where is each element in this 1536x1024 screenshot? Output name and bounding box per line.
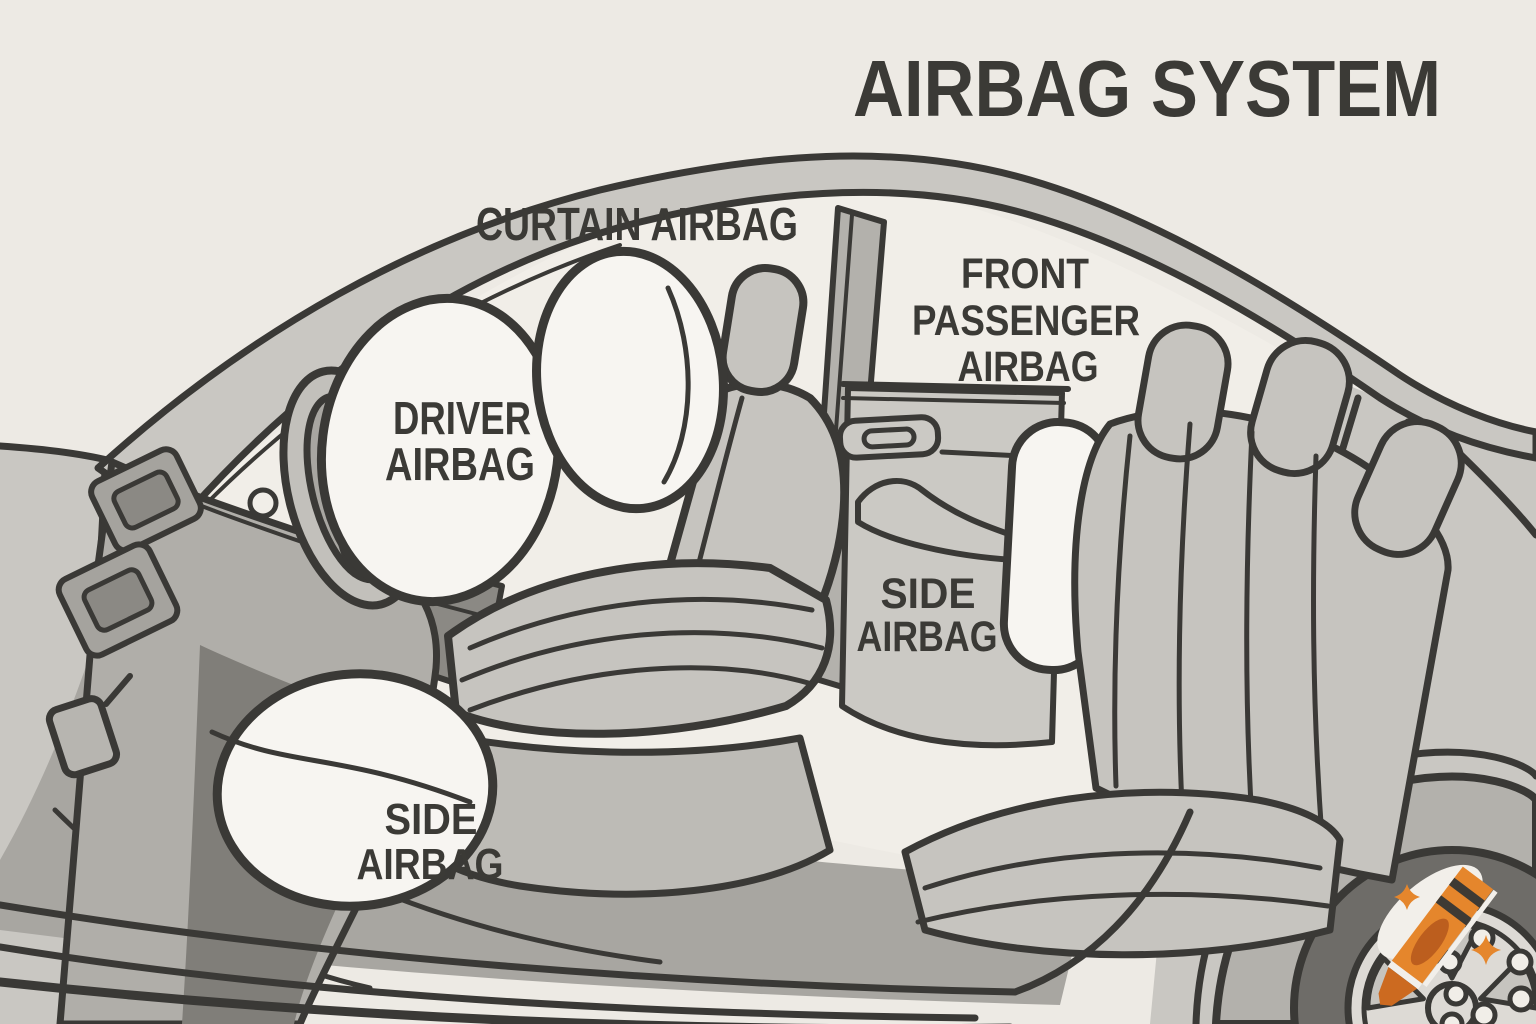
crayon-band-2 bbox=[1435, 895, 1472, 926]
roof-band bbox=[94, 152, 1536, 528]
rear-seat bbox=[901, 321, 1465, 959]
label-driver-airbag: DRIVER AIRBAG bbox=[385, 392, 535, 490]
pedal bbox=[45, 695, 121, 779]
svg-text:AIRBAG: AIRBAG bbox=[385, 438, 535, 490]
crayon-band-1 bbox=[1448, 877, 1485, 908]
crayon-logo bbox=[1377, 864, 1501, 1006]
door-handle bbox=[836, 414, 942, 461]
front-seat-base bbox=[396, 726, 834, 898]
curtain-airbag-crease bbox=[661, 285, 691, 485]
front-seat-cushion bbox=[444, 559, 835, 738]
trunk-line bbox=[1454, 448, 1536, 539]
sparkle-icon bbox=[1394, 884, 1420, 910]
rocker-rise bbox=[1011, 808, 1194, 996]
crayon-label-oval bbox=[1410, 918, 1449, 966]
svg-text:FRONT: FRONT bbox=[961, 250, 1089, 298]
window-sill-line bbox=[840, 381, 1071, 392]
crayon-top-highlight bbox=[1422, 889, 1498, 987]
door-armrest bbox=[855, 477, 1023, 563]
driver-airbag-balloon bbox=[316, 293, 564, 607]
label-side-airbag-rear: SIDE AIRBAG bbox=[857, 570, 998, 661]
diagram-title: AIRBAG SYSTEM bbox=[853, 44, 1441, 133]
rocker-bottom-line bbox=[0, 977, 1013, 1024]
svg-text:SIDE: SIDE bbox=[385, 795, 478, 844]
rear-door-panel bbox=[836, 381, 1071, 749]
door-sill-line-1 bbox=[0, 901, 1019, 996]
crayon-separator bbox=[1387, 960, 1423, 990]
rear-seat-cushion bbox=[901, 788, 1344, 959]
svg-text:SIDE: SIDE bbox=[881, 570, 976, 618]
sparkle-icon bbox=[1471, 935, 1501, 965]
rear-headrests bbox=[1134, 321, 1465, 558]
ignition-knob bbox=[247, 487, 279, 519]
svg-text:PASSENGER: PASSENGER bbox=[912, 297, 1140, 345]
window-sill-line-2 bbox=[841, 396, 1066, 405]
door-sill-line-2 bbox=[0, 943, 979, 1022]
svg-text:AIRBAG: AIRBAG bbox=[357, 840, 504, 889]
front-headrest bbox=[718, 264, 808, 396]
label-curtain-airbag: CURTAIN AIRBAG bbox=[476, 198, 798, 250]
dash-vent-upper bbox=[88, 446, 204, 554]
svg-text:AIRBAG: AIRBAG bbox=[857, 613, 998, 661]
crayon-tip bbox=[1378, 966, 1418, 1006]
svg-text:AIRBAG: AIRBAG bbox=[958, 343, 1099, 391]
front-side-airbag-balloon bbox=[212, 669, 498, 911]
dash-vent-lower bbox=[55, 541, 181, 659]
side-airbag-crease bbox=[209, 729, 473, 805]
svg-text:DRIVER: DRIVER bbox=[393, 392, 531, 444]
front-seat bbox=[396, 264, 849, 898]
rear-seatback-pleats bbox=[1112, 421, 1325, 841]
label-side-airbag-front: SIDE AIRBAG bbox=[357, 795, 504, 889]
label-front-passenger-airbag: FRONT PASSENGER AIRBAG bbox=[912, 250, 1140, 391]
